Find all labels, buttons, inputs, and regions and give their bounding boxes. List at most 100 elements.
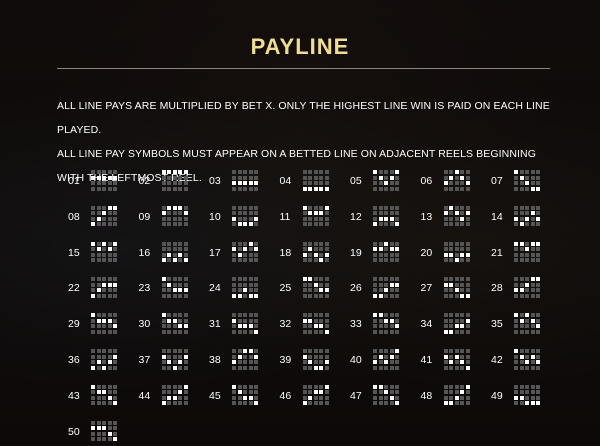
pattern-cell (248, 170, 253, 174)
pattern-cell (443, 175, 448, 180)
pattern-cell (232, 349, 236, 353)
pattern-cell-active (302, 318, 307, 323)
pattern-cell (324, 395, 329, 400)
pattern-cell (254, 384, 258, 389)
pattern-cell (378, 170, 383, 174)
payline-pattern (443, 241, 471, 263)
pattern-cell (465, 324, 470, 329)
pattern-cell (178, 282, 182, 287)
pattern-cell (384, 354, 388, 359)
pattern-cell (237, 349, 242, 353)
pattern-cell-active (308, 318, 312, 323)
payline-item: 03 (209, 170, 279, 195)
pattern-cell (232, 390, 236, 395)
pattern-cell (319, 384, 323, 389)
pattern-cell (243, 205, 247, 210)
pattern-cell (319, 181, 323, 185)
pattern-cell-active (178, 205, 182, 210)
pattern-cell-active (395, 282, 399, 287)
pattern-cell (183, 365, 188, 370)
pattern-cell-active (248, 293, 253, 298)
pattern-cell (91, 186, 95, 191)
pattern-cell (530, 365, 535, 370)
pattern-cell (232, 222, 236, 227)
payline-item: 42 (491, 349, 561, 374)
payline-item: 04 (280, 170, 350, 195)
pattern-cell (395, 390, 399, 395)
pattern-cell (243, 277, 247, 282)
payline-number: 46 (279, 389, 292, 402)
pattern-cell (302, 170, 307, 174)
pattern-cell (460, 349, 464, 353)
pattern-cell (91, 205, 95, 210)
pattern-cell (514, 390, 518, 395)
pattern-cell-active (384, 360, 388, 364)
pattern-cell (254, 282, 258, 287)
pattern-cell (107, 349, 112, 353)
payline-pattern (373, 205, 400, 227)
pattern-cell-active (460, 324, 464, 329)
payline-item: 35 (491, 313, 561, 338)
pattern-cell (107, 186, 112, 191)
pattern-cell (91, 349, 95, 353)
pattern-cell-active (324, 205, 329, 210)
payline-item: 06 (421, 170, 491, 195)
pattern-cell (319, 205, 323, 210)
pattern-cell (460, 258, 464, 263)
pattern-cell (530, 313, 535, 318)
payline-item: 40 (350, 349, 420, 374)
payline-pattern (232, 349, 259, 370)
pattern-cell (308, 354, 312, 359)
pattern-cell (530, 170, 535, 174)
pattern-cell-active (96, 216, 101, 221)
payline-pattern (161, 349, 189, 370)
pattern-cell (465, 390, 470, 395)
pattern-cell (514, 211, 518, 216)
pattern-cell (248, 360, 253, 364)
pattern-cell (324, 211, 329, 216)
pattern-cell (107, 365, 112, 370)
pattern-cell-active (324, 288, 329, 293)
pattern-cell (449, 222, 453, 227)
pattern-cell (460, 329, 464, 334)
pattern-cell (243, 401, 247, 406)
pattern-cell (389, 288, 394, 293)
pattern-cell (161, 349, 166, 353)
pattern-cell-active (302, 401, 307, 406)
pattern-cell (167, 401, 171, 406)
pattern-cell (373, 258, 377, 263)
pattern-cell (113, 329, 117, 334)
pattern-cell (308, 205, 312, 210)
payline-number: 44 (138, 389, 151, 402)
pattern-cell-active (519, 395, 524, 400)
pattern-cell (183, 205, 188, 210)
pattern-cell (113, 293, 117, 298)
pattern-cell (91, 318, 95, 323)
pattern-cell (324, 401, 329, 406)
payline-pattern (91, 349, 118, 370)
pattern-cell-active (178, 252, 182, 257)
pattern-cell (530, 282, 535, 287)
payline-item: 21 (491, 241, 561, 267)
pattern-cell (384, 211, 388, 216)
pattern-cell (443, 170, 448, 174)
pattern-cell-active (525, 216, 529, 221)
pattern-cell (113, 216, 117, 221)
pattern-cell (102, 170, 106, 174)
pattern-cell-active (454, 170, 459, 174)
pattern-cell-active (378, 313, 383, 318)
pattern-cell (373, 241, 377, 246)
pattern-cell (460, 181, 464, 185)
payline-pattern (232, 170, 259, 191)
pattern-cell (167, 329, 171, 334)
pattern-cell-active (183, 288, 188, 293)
pattern-cell-active (319, 390, 323, 395)
pattern-cell (519, 324, 524, 329)
pattern-cell-active (395, 349, 399, 353)
pattern-cell-active (102, 211, 106, 216)
payline-number: 32 (279, 318, 292, 331)
payline-item: 27 (421, 277, 491, 302)
pattern-cell (395, 175, 399, 180)
pattern-cell-active (373, 360, 377, 364)
